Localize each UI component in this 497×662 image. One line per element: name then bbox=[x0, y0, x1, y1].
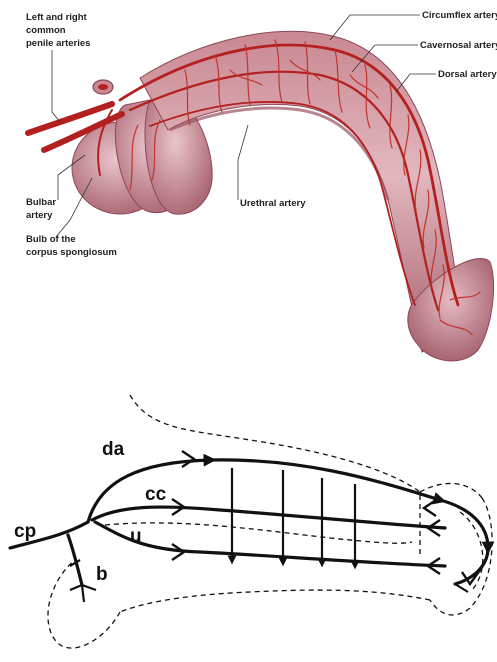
label-urethral-artery: Urethral artery bbox=[240, 198, 306, 209]
leader-circumflex bbox=[330, 15, 420, 40]
schematic-diagram bbox=[10, 395, 492, 648]
penis-illustration bbox=[28, 15, 494, 361]
leader-common-penile bbox=[52, 50, 60, 122]
bulbar-fork-3 bbox=[82, 585, 84, 602]
label-dorsal-artery: Dorsal artery bbox=[438, 69, 497, 80]
cavernosal-artery-line bbox=[92, 507, 445, 528]
urethral-artery-line bbox=[95, 522, 445, 566]
label-cp: cp bbox=[14, 521, 36, 542]
outline-glans bbox=[430, 498, 492, 615]
bulbar-fork-2 bbox=[82, 585, 96, 590]
label-b: b bbox=[96, 564, 108, 585]
arrow-da-return bbox=[424, 500, 436, 516]
leader-urethral bbox=[238, 125, 248, 200]
label-bulb-corpus-spongiosum: Bulb of the corpus spongiosum bbox=[26, 234, 117, 258]
label-da: da bbox=[102, 439, 125, 460]
label-common-penile-arteries: Left and right common penile arteries bbox=[26, 12, 90, 49]
label-cc: cc bbox=[145, 484, 167, 505]
label-cavernosal-artery: Cavernosal artery bbox=[420, 40, 497, 51]
outline-corpus-cavernosum bbox=[130, 395, 420, 555]
label-u: u bbox=[130, 526, 142, 547]
outline-spongiosum-inner bbox=[105, 523, 412, 543]
glans-branch bbox=[455, 584, 468, 592]
arrow-da bbox=[182, 451, 194, 467]
label-circumflex-artery: Circumflex artery bbox=[422, 10, 497, 21]
outline-shaft-lower bbox=[120, 590, 430, 612]
outline-bulb bbox=[48, 560, 120, 648]
bulbar-fork-1 bbox=[70, 585, 82, 590]
label-bulbar-artery: Bulbar artery bbox=[26, 197, 59, 221]
